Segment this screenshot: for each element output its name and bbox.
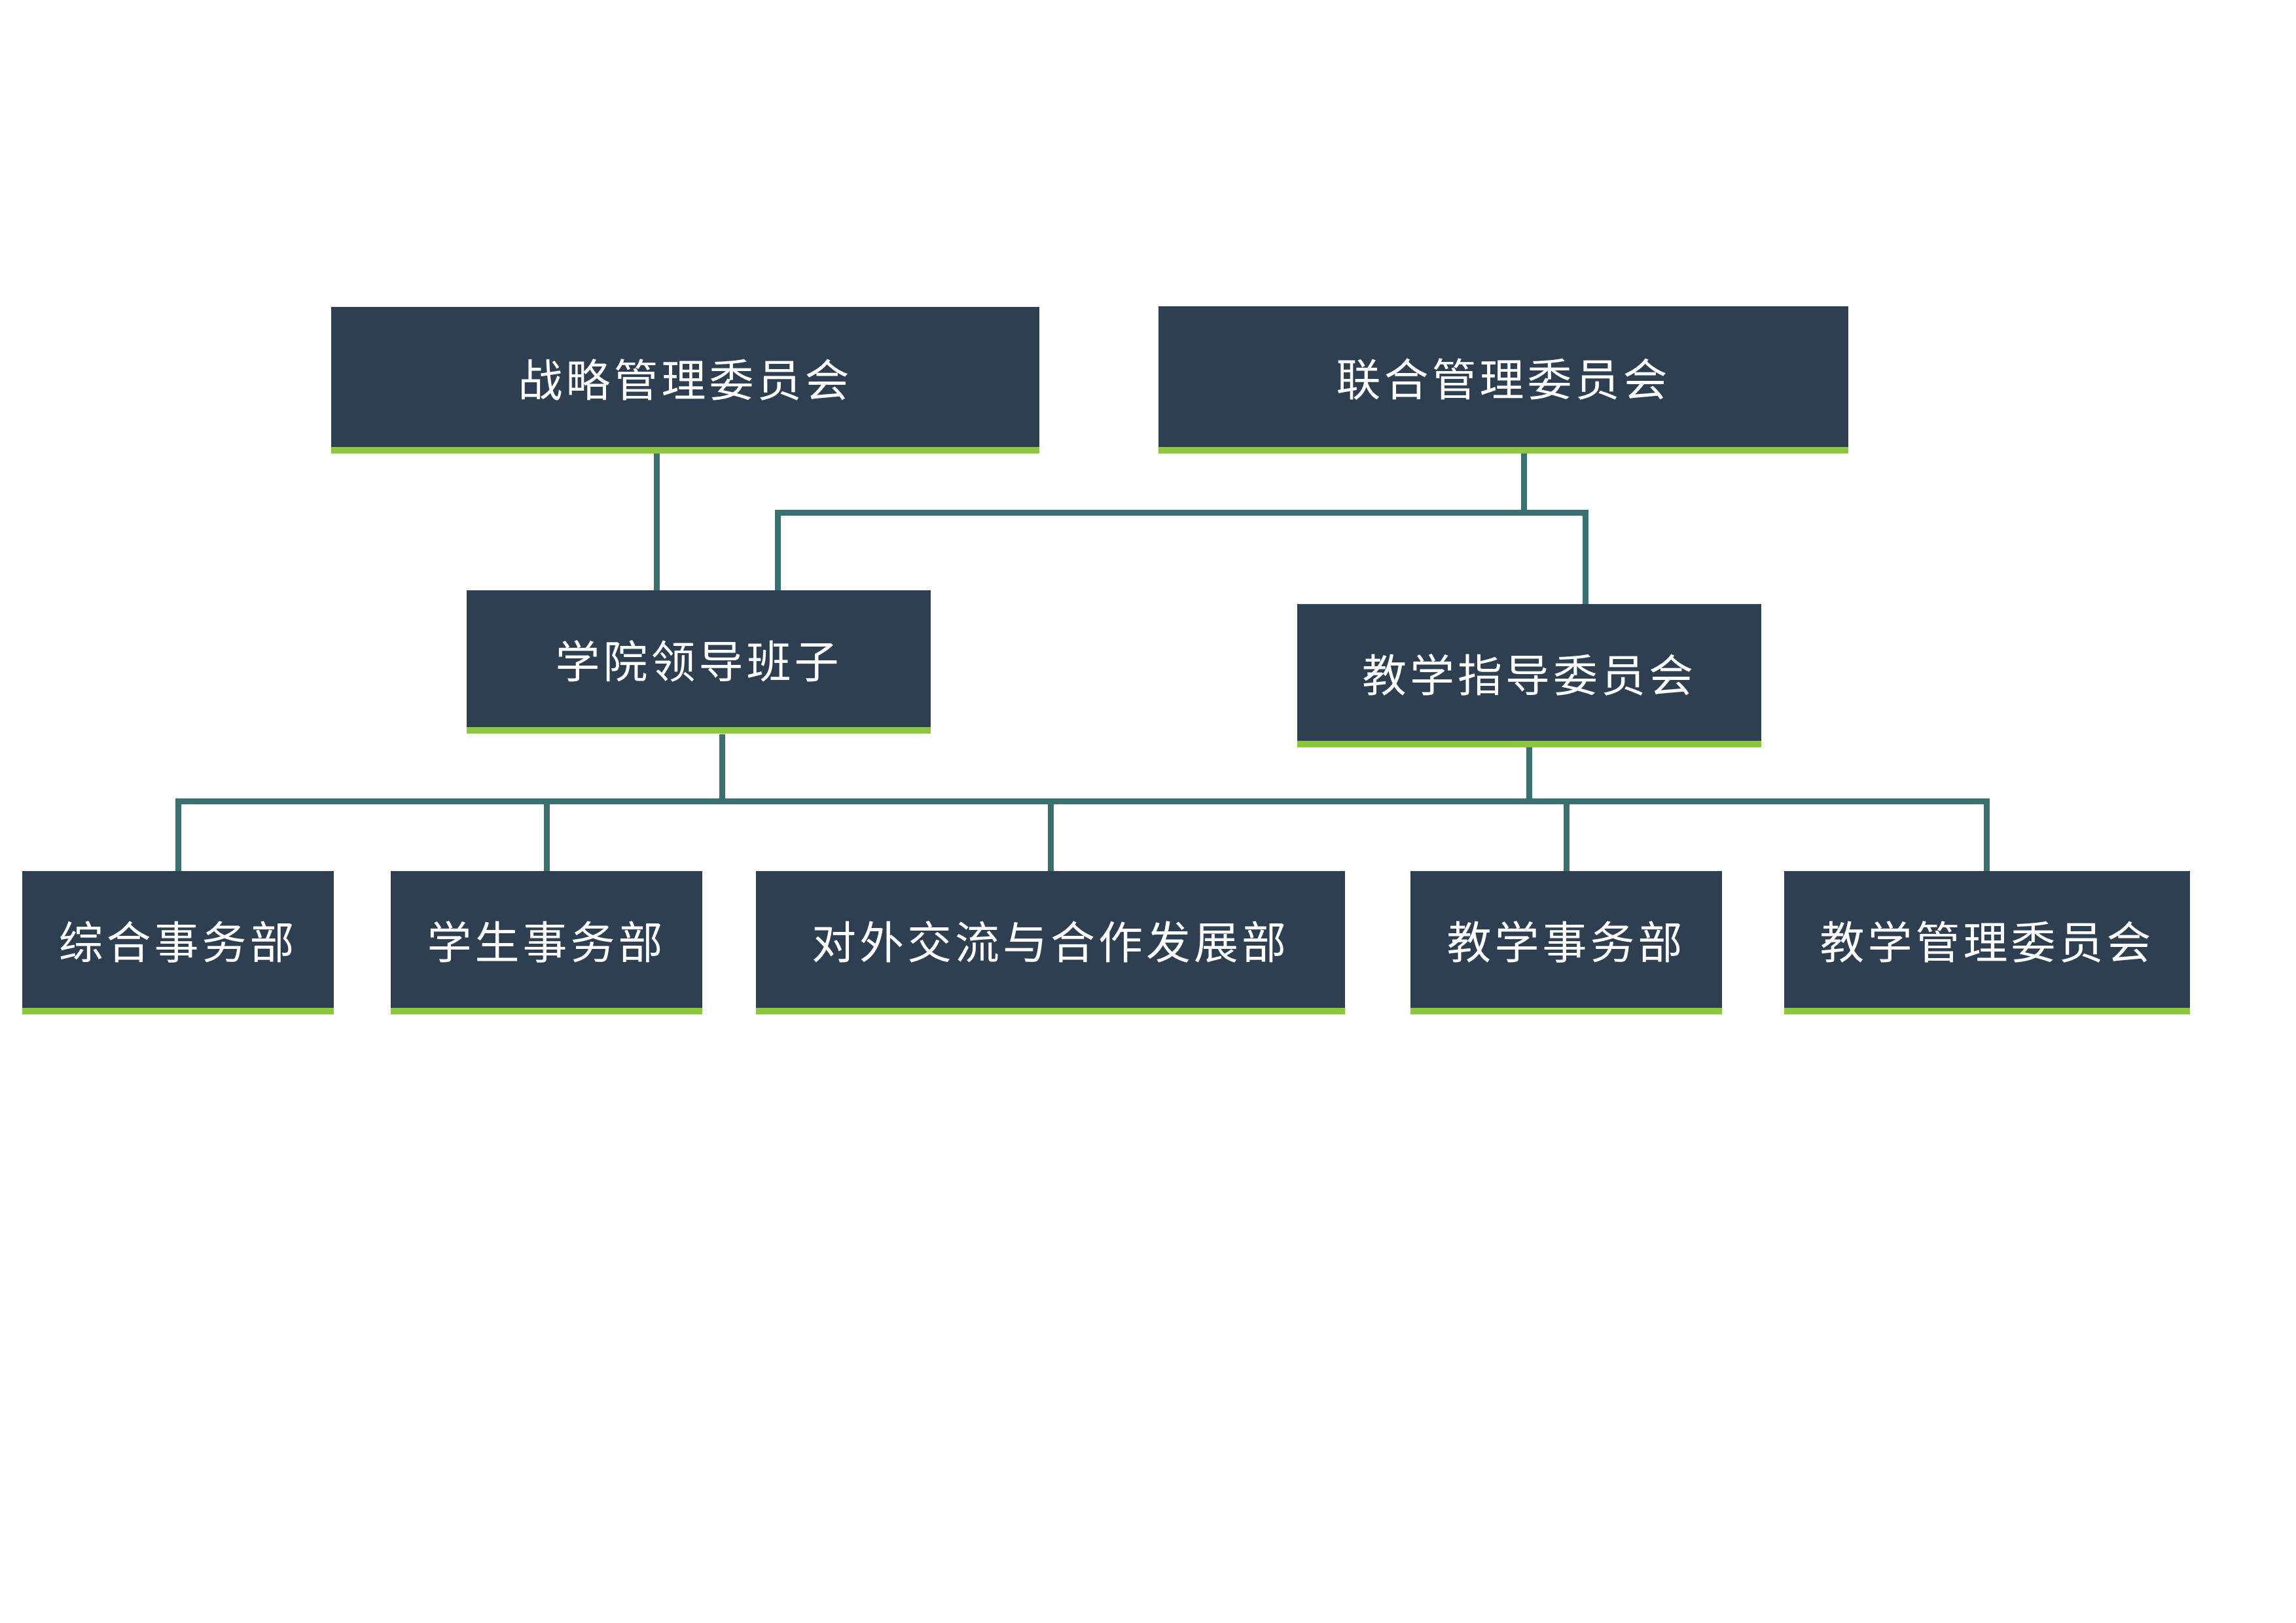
connector-rail-to-teaching-guidance: [1583, 510, 1588, 604]
org-node-teaching-affairs-dept: 教学事务部: [1410, 871, 1722, 1014]
org-node-label: 对外交流与合作发展部: [811, 919, 1289, 969]
org-node-label: 学院领导班子: [555, 638, 842, 688]
org-node-teaching-management-committee: 教学管理委员会: [1784, 871, 2190, 1014]
org-node-label: 综合事务部: [58, 919, 298, 969]
org-node-joint-management-committee: 联合管理委员会: [1158, 306, 1848, 454]
connector-rail-to-leadership: [775, 510, 781, 590]
connector-upper-rail: [775, 510, 1588, 516]
org-node-label: 教学管理委员会: [1820, 919, 2155, 969]
org-node-label: 教学指导委员会: [1361, 652, 1696, 702]
connector-teaching-guidance-down: [1526, 747, 1532, 804]
org-node-label: 战略管理委员会: [518, 356, 853, 406]
org-node-college-leadership-team: 学院领导班子: [467, 590, 931, 734]
org-node-student-affairs-dept: 学生事务部: [391, 871, 702, 1014]
org-node-label: 联合管理委员会: [1336, 356, 1671, 406]
connector-drop-general-affairs: [175, 798, 181, 871]
connector-drop-student-affairs: [544, 798, 550, 871]
connector-leadership-down: [719, 734, 725, 804]
connector-drop-teaching-affairs: [1564, 798, 1570, 871]
connector-drop-teaching-management: [1984, 798, 1990, 871]
org-node-general-affairs-dept: 综合事务部: [22, 871, 334, 1014]
connector-joint-down: [1521, 454, 1527, 516]
org-node-strategic-management-committee: 战略管理委员会: [331, 307, 1039, 454]
org-node-label: 教学事务部: [1446, 919, 1686, 969]
org-node-external-exchange-cooperation-dept: 对外交流与合作发展部: [756, 871, 1345, 1014]
connector-drop-external-exchange: [1048, 798, 1054, 871]
org-node-label: 学生事务部: [427, 919, 666, 969]
org-node-teaching-guidance-committee: 教学指导委员会: [1297, 604, 1761, 747]
connector-lower-rail: [175, 798, 1990, 804]
connector-strategic-to-leadership: [654, 454, 660, 590]
